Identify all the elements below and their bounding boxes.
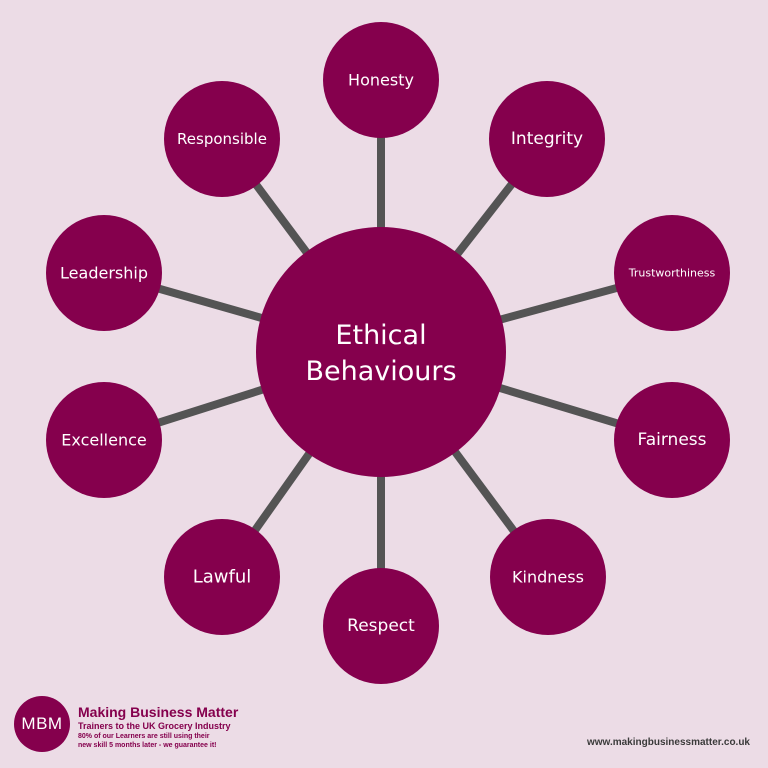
center-circle [256, 227, 506, 477]
node-circle-honesty [323, 22, 439, 138]
node-circle-excellence [46, 382, 162, 498]
node-respect: Respect [323, 568, 439, 684]
node-circle-integrity [489, 81, 605, 197]
nodes: HonestyIntegrityTrustworthinessFairnessK… [46, 22, 730, 684]
node-fairness: Fairness [614, 382, 730, 498]
mbm-logo: MBM [14, 696, 70, 752]
node-label-leadership: Leadership [60, 264, 148, 283]
node-leadership: Leadership [46, 215, 162, 331]
node-circle-fairness [614, 382, 730, 498]
node-circle-responsible [164, 81, 280, 197]
node-excellence: Excellence [46, 382, 162, 498]
node-kindness: Kindness [490, 519, 606, 635]
node-label-excellence: Excellence [61, 431, 146, 450]
company-name: Making Business Matter [78, 704, 239, 720]
node-circle-leadership [46, 215, 162, 331]
node-label-lawful: Lawful [193, 567, 252, 588]
node-circle-kindness [490, 519, 606, 635]
node-label-trustworthiness: Trustworthiness [628, 267, 716, 280]
node-integrity: Integrity [489, 81, 605, 197]
node-circle-trustworthiness [614, 215, 730, 331]
node-lawful: Lawful [164, 519, 280, 635]
node-label-kindness: Kindness [512, 568, 584, 587]
node-circle-respect [323, 568, 439, 684]
guarantee-line-2: new skill 5 months later - we guarantee … [78, 742, 217, 749]
node-label-respect: Respect [347, 616, 415, 636]
node-label-integrity: Integrity [511, 129, 583, 149]
company-tagline: Trainers to the UK Grocery Industry [78, 721, 231, 731]
footer-branding: Making Business Matter Trainers to the U… [78, 704, 238, 750]
node-trustworthiness: Trustworthiness [614, 215, 730, 331]
center-node: Ethical Behaviours [256, 227, 506, 477]
node-responsible: Responsible [164, 81, 280, 197]
node-label-fairness: Fairness [638, 430, 707, 450]
node-circle-lawful [164, 519, 280, 635]
website-url: www.makingbusinessmatter.co.uk [586, 737, 750, 748]
node-honesty: Honesty [323, 22, 439, 138]
node-label-responsible: Responsible [177, 130, 267, 148]
center-label-line1: Ethical [335, 320, 426, 351]
node-label-honesty: Honesty [348, 71, 414, 90]
center-label-line2: Behaviours [305, 356, 456, 387]
guarantee-line-1: 80% of our Learners are still using thei… [78, 733, 210, 740]
